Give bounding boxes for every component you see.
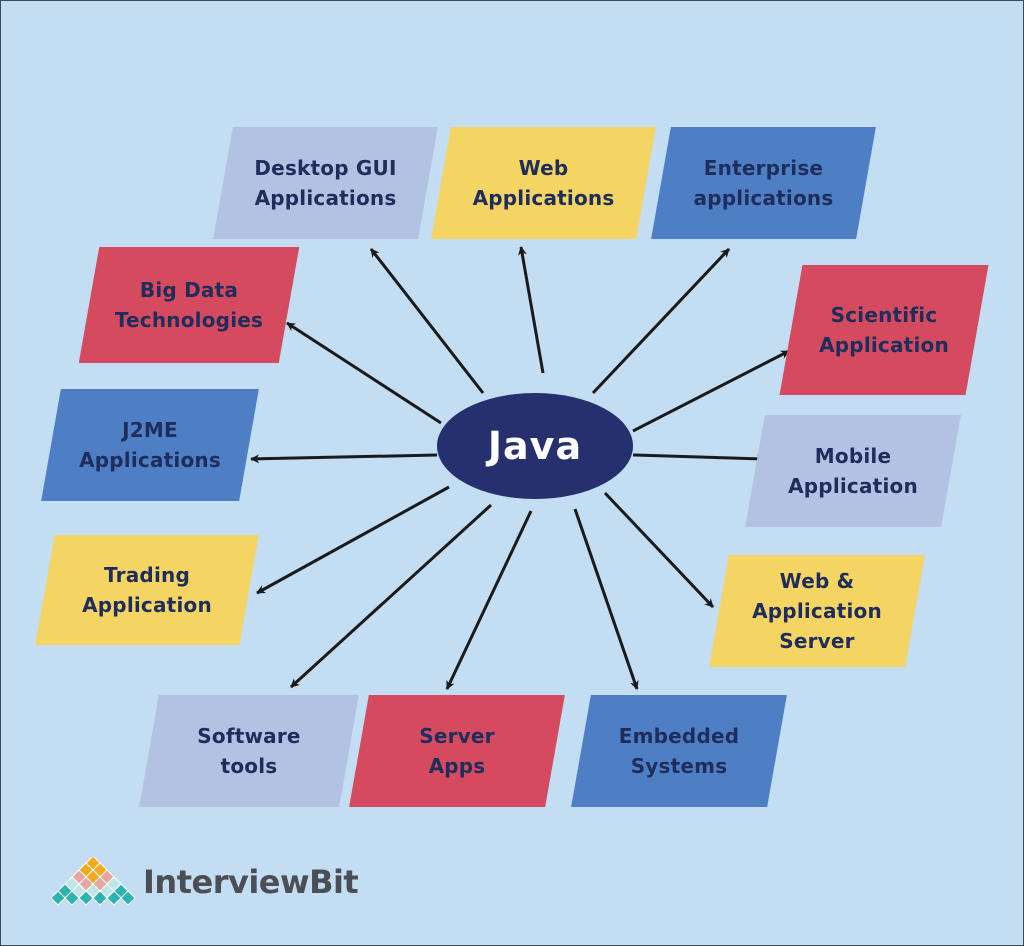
node-label-line: Scientific <box>830 303 938 327</box>
node-label-line: Applications <box>472 186 615 210</box>
hub-java: Java <box>437 393 633 499</box>
arrow-to-desktop-gui <box>369 248 485 394</box>
logo-diamond <box>106 890 122 906</box>
arrow-to-enterprise <box>591 247 731 395</box>
node-label-line: Embedded <box>618 724 740 748</box>
node-desktop-gui: Desktop GUI Applications <box>213 127 438 239</box>
logo-text: InterviewBit <box>143 863 359 901</box>
logo-diamond <box>120 890 135 906</box>
node-label-line: Big Data <box>139 278 239 302</box>
node-label-line: tools <box>220 754 278 778</box>
arrow-to-scientific <box>632 349 790 433</box>
node-label-line: Application <box>752 599 882 623</box>
node-label-line: Applications <box>79 448 221 472</box>
node-label-line: applications <box>693 186 834 210</box>
node-label-line: Apps <box>428 754 486 778</box>
node-label-line: Trading <box>104 563 190 587</box>
node-software-tools: Software tools <box>139 695 359 807</box>
node-label-line: Server <box>779 629 855 653</box>
arrow-to-j2me <box>250 453 438 464</box>
logo-mark-icon <box>51 857 135 906</box>
logo-diamond <box>64 890 80 906</box>
node-label-line: Application <box>819 333 949 357</box>
node-label-line: Application <box>788 474 918 498</box>
node-label-line: Systems <box>630 754 728 778</box>
node-label-line: Technologies <box>114 308 264 332</box>
logo-diamond <box>51 890 66 906</box>
arrow-to-web-app-server <box>603 491 715 609</box>
arrow-to-big-data <box>286 321 442 425</box>
node-label-line: Desktop GUI <box>254 156 397 180</box>
node-label-line: Mobile <box>814 444 892 468</box>
interviewbit-logo: InterviewBit <box>51 857 359 907</box>
node-label-line: Enterprise <box>703 156 824 180</box>
node-label-line: Web <box>518 156 569 180</box>
arrow-to-embedded <box>573 508 639 690</box>
arrow-to-server-apps <box>445 510 533 690</box>
arrow-to-web-applications <box>517 246 545 374</box>
logo-diamond <box>92 890 108 906</box>
node-label-line: Web & <box>779 569 855 593</box>
node-j2me: J2ME Applications <box>41 389 259 501</box>
arrow-to-mobile <box>632 453 766 464</box>
hub-label: Java <box>487 424 583 468</box>
logo-diamond <box>78 890 94 906</box>
node-label-line: Software <box>197 724 301 748</box>
node-enterprise: Enterprise applications <box>651 127 876 239</box>
arrow-to-software-tools <box>289 503 493 689</box>
node-label-line: Server <box>419 724 495 748</box>
node-label-line: J2ME <box>122 418 178 442</box>
node-label-line: Application <box>82 593 212 617</box>
node-label-line: Applications <box>254 186 397 210</box>
arrow-to-trading <box>256 485 450 595</box>
